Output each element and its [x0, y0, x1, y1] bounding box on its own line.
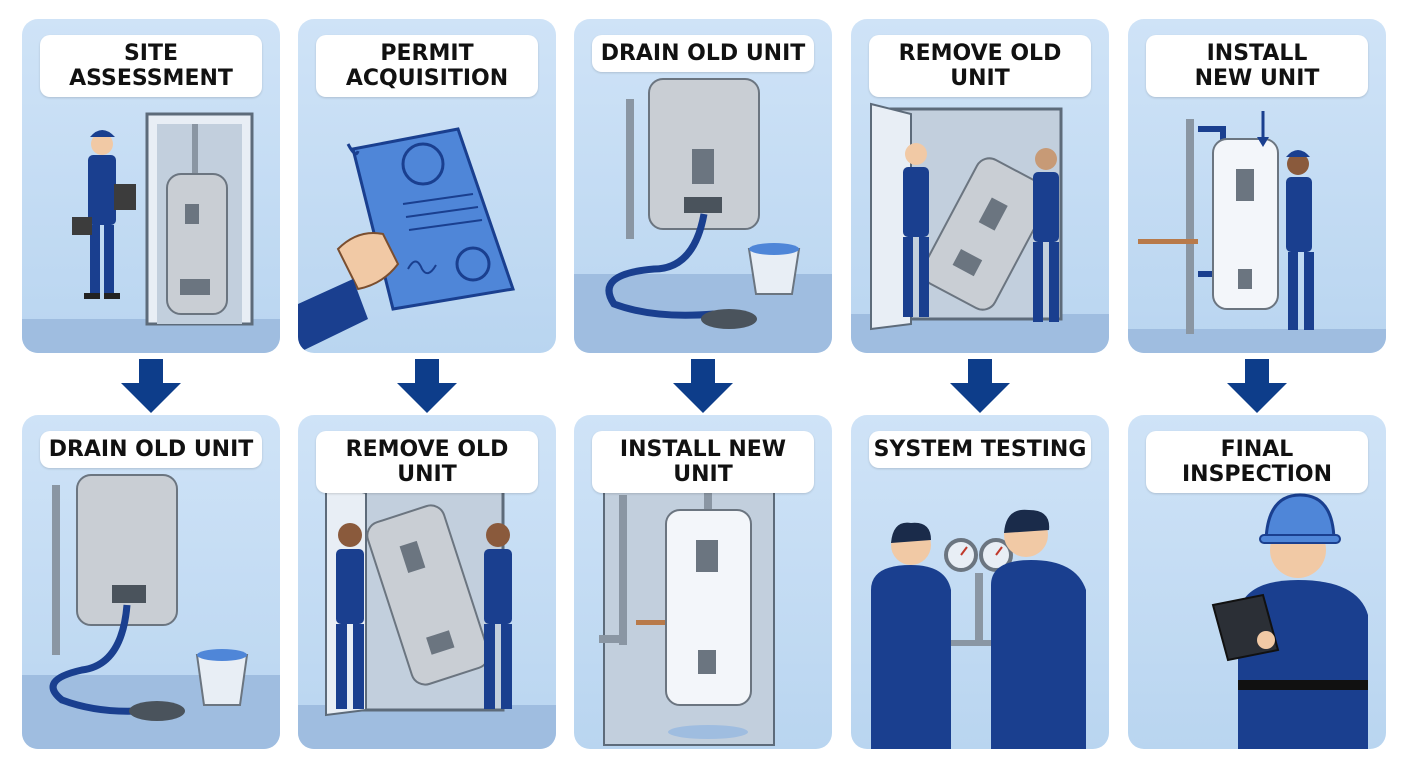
- label-line: SITE: [123, 41, 179, 66]
- label-line: FINAL INSPECTION: [1181, 437, 1333, 487]
- step-label-remove-old-unit-bottom: REMOVE OLD UNIT: [316, 431, 538, 493]
- step-label-permit-acquisition: PERMIT ACQUISITION: [316, 35, 538, 97]
- label-line: ASSESSMENT: [69, 66, 233, 91]
- panel-system-testing: SYSTEM TESTING: [851, 415, 1109, 749]
- panel-install-new-unit-bottom: INSTALL NEW UNIT: [574, 415, 832, 749]
- drain-tank-illustration: [574, 78, 832, 353]
- step-label-system-testing: SYSTEM TESTING: [869, 431, 1091, 468]
- step-label-drain-old-unit-top: DRAIN OLD UNIT: [592, 35, 814, 72]
- install-tank-illustration: [1128, 111, 1386, 353]
- panel-permit-acquisition: PERMIT ACQUISITION: [298, 19, 556, 353]
- step-label-site-assessment: SITE ASSESSMENT: [40, 35, 262, 97]
- drain-tank-illustration: [22, 474, 280, 749]
- panel-drain-old-unit-bottom: DRAIN OLD UNIT: [22, 415, 280, 749]
- panel-install-new-unit-top: INSTALL NEW UNIT: [1128, 19, 1386, 353]
- label-line: ACQUISITION: [345, 66, 509, 91]
- step-label-install-new-unit-bottom: INSTALL NEW UNIT: [592, 431, 814, 493]
- label-line: NEW UNIT: [1194, 66, 1320, 91]
- label-line: PERMIT: [380, 41, 474, 66]
- label-line: DRAIN OLD UNIT: [600, 41, 806, 66]
- panel-final-inspection: FINAL INSPECTION: [1128, 415, 1386, 749]
- permit-document-illustration: [298, 127, 515, 353]
- down-arrow-icon: [121, 359, 181, 413]
- panel-drain-old-unit-top: DRAIN OLD UNIT: [574, 19, 832, 353]
- step-label-final-inspection: FINAL INSPECTION: [1146, 431, 1368, 493]
- step-label-install-new-unit-top: INSTALL NEW UNIT: [1146, 35, 1368, 97]
- label-line: DRAIN OLD UNIT: [48, 437, 254, 462]
- label-line: REMOVE OLD UNIT: [898, 41, 1062, 91]
- remove-tank-illustration: [298, 481, 556, 749]
- panel-remove-old-unit-bottom: REMOVE OLD UNIT: [298, 415, 556, 749]
- remove-tank-illustration: [851, 102, 1109, 353]
- step-label-remove-old-unit-top: REMOVE OLD UNIT: [869, 35, 1091, 97]
- down-arrow-icon: [397, 359, 457, 413]
- label-line: REMOVE OLD UNIT: [345, 437, 509, 487]
- down-arrow-icon: [1227, 359, 1287, 413]
- label-line: INSTALL NEW UNIT: [619, 437, 787, 487]
- down-arrow-icon: [673, 359, 733, 413]
- step-label-drain-old-unit-bottom: DRAIN OLD UNIT: [40, 431, 262, 468]
- down-arrow-icon: [950, 359, 1010, 413]
- final-inspection-illustration: [1211, 493, 1368, 749]
- label-line: SYSTEM TESTING: [873, 437, 1087, 462]
- panel-remove-old-unit-top: REMOVE OLD UNIT: [851, 19, 1109, 353]
- system-testing-illustration: [871, 509, 1086, 749]
- panel-site-assessment: SITE ASSESSMENT: [22, 19, 280, 353]
- site-assessment-illustration: [22, 112, 280, 353]
- label-line: INSTALL: [1206, 41, 1308, 66]
